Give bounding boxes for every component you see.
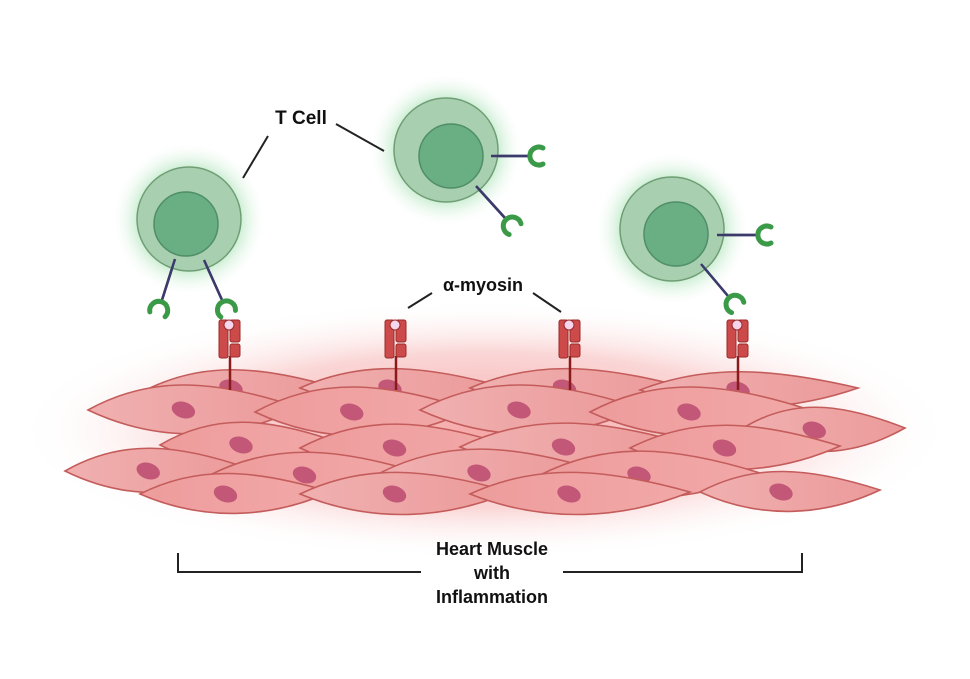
t-cell-label: T Cell [275,108,327,129]
myocyte-nucleus [382,485,407,503]
t-cell-nucleus [418,123,484,189]
tcr-stalk [160,258,177,301]
myocyte-nucleus [229,436,253,454]
t-cell-receptor-icon [755,223,774,247]
myocyte-nucleus [507,401,531,419]
t-cell-leader-left [242,135,269,179]
tcr-stalk [475,185,506,219]
tcr-stalk [202,259,224,301]
t-cell-nucleus [153,191,219,257]
myocyte-nucleus [340,403,364,421]
alpha-myosin-antigen-4 [726,319,749,390]
myocyte-nucleus [467,464,491,482]
alpha-myosin-antigens [218,319,749,390]
alpha-myosin-peptide [223,319,235,331]
t-cell-nucleus [643,201,709,267]
myocyte-nucleus [136,462,160,480]
tissue-bracket-left [177,553,421,573]
alpha-myosin-peptide [389,319,401,331]
tissue-label-line1: Heart Muscle [436,539,548,559]
t-cell-left [111,141,267,320]
myocyte-nucleus [171,401,196,419]
tissue-label-line3: Inflammation [436,587,548,607]
myocyte-nucleus [292,466,317,484]
t-cells [111,72,774,320]
alpha-myosin-antigen-2 [384,319,407,390]
t-cell-receptor-icon [147,298,171,320]
antigen-chain-left [384,319,395,359]
tcr-stalk [700,263,729,297]
myocyte-nucleus [712,439,737,457]
myocyte-nucleus [382,439,407,457]
antigen-chain-left [726,319,737,359]
alpha-myosin-label: α-myosin [443,275,523,295]
alpha-myosin-peptide [731,319,743,331]
t-cell-receptor-icon [723,292,747,316]
alpha-myosin-antigen-1 [218,319,241,390]
leader-lines [177,123,803,573]
myocyte-nucleus [677,403,701,421]
alpha-myosin-antigen-3 [558,319,581,390]
antigen-chain-left [558,319,569,359]
tissue-label-line2: with [473,563,510,583]
myosin-leader-right [532,292,562,313]
myocyte-nucleus [557,485,581,503]
antigen-chain-left [218,319,229,359]
t-cell-receptor-icon [527,144,546,168]
t-cell-receptor-icon [214,298,238,320]
antigen-chain-right-bottom [569,343,581,358]
alpha-myosin-peptide [563,319,575,331]
t-cell-receptor-icon [500,214,524,237]
antigen-chain-right-bottom [229,343,241,358]
myocyte-nucleus [769,483,793,501]
myocyte-nucleus [551,438,576,456]
myosin-leader-left [407,292,433,309]
t-cell-right [594,151,774,316]
heart-muscle-tissue [63,367,907,516]
antigen-chain-right-bottom [737,343,749,358]
antigen-chain-right-bottom [395,343,407,358]
myocyte-nucleus [802,421,826,439]
myocyte-nucleus [213,485,238,503]
t-cell-middle [368,72,546,237]
t-cell-leader-right [335,123,385,152]
tissue-bracket-right [563,553,803,573]
